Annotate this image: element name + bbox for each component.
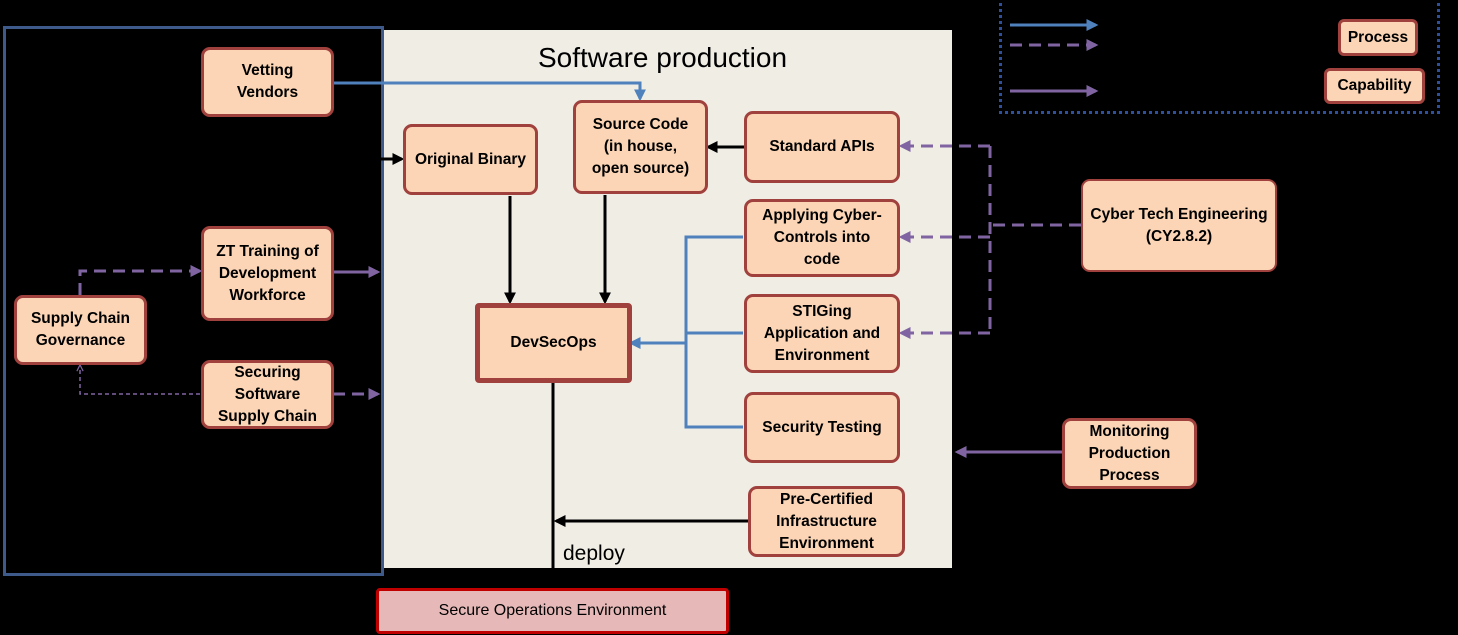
pre-certified-node: Pre-Certified Infrastructure Environment	[748, 486, 905, 557]
legend-capability-box: Capability	[1324, 68, 1425, 104]
vetting-vendors-node: Vetting Vendors	[201, 47, 334, 117]
applying-cyber-controls-node: Applying Cyber- Controls into code	[744, 199, 900, 277]
supply-chain-frame	[3, 26, 384, 576]
diagram-title: Software production	[538, 42, 788, 73]
supply-chain-governance-node: Supply Chain Governance	[14, 295, 147, 365]
legend-frame	[999, 0, 1440, 114]
zt-training-node: ZT Training of Development Workforce	[201, 226, 334, 321]
monitoring-production-node: Monitoring Production Process	[1062, 418, 1197, 489]
securing-supply-chain-node: Securing Software Supply Chain	[201, 360, 334, 429]
original-binary-node: Original Binary	[403, 124, 538, 195]
deploy-label: deploy	[563, 542, 625, 565]
arrow-cyber-tech-bus	[988, 146, 1081, 333]
devsecops-node: DevSecOps	[475, 303, 632, 383]
stiging-node: STIGing Application and Environment	[744, 294, 900, 373]
source-code-node: Source Code (in house, open source)	[573, 100, 708, 194]
arrow-securing-to-governance	[80, 368, 200, 395]
legend-process-box: Process	[1338, 19, 1418, 56]
standard-apis-node: Standard APIs	[744, 111, 900, 183]
arrow-governance-to-zt	[78, 265, 203, 295]
secure-operations-node: Secure Operations Environment	[376, 588, 729, 634]
cyber-tech-engineering-node: Cyber Tech Engineering (CY2.8.2)	[1081, 179, 1277, 272]
arrow-vetting-to-source	[333, 81, 646, 102]
security-testing-node: Security Testing	[744, 392, 900, 463]
